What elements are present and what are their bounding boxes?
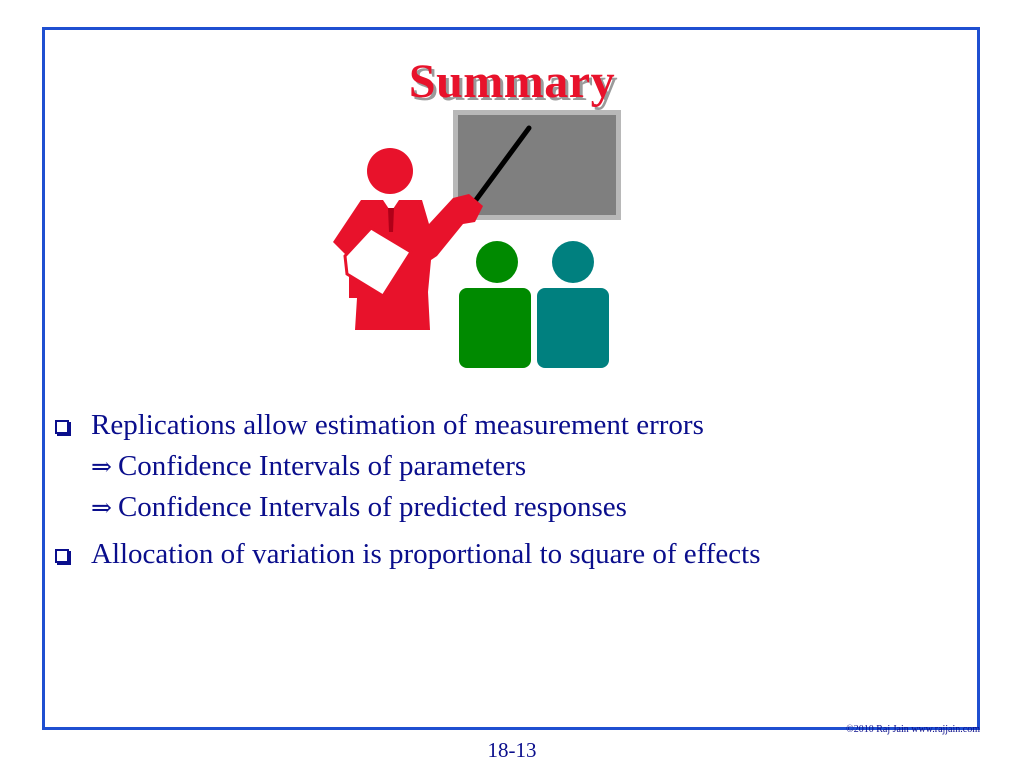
- copyright-notice: ©2010 Raj Jain www.rajjain.com: [846, 724, 980, 735]
- audience-person-right: [537, 241, 609, 368]
- bullet-item: Replications allow estimation of measure…: [55, 405, 955, 528]
- implies-symbol: ⇒: [91, 493, 112, 522]
- slide-frame: [42, 27, 980, 730]
- paper-sheet: [343, 226, 414, 299]
- pointer-stick: [470, 125, 532, 207]
- page-number: 18-13: [487, 738, 537, 762]
- bullet-text: Allocation of variation is proportional …: [91, 538, 761, 570]
- sub-bullet: ⇒Confidence Intervals of predicted respo…: [91, 487, 955, 528]
- presenter-collar: [383, 200, 399, 212]
- sub-bullet-text: Confidence Intervals of parameters: [117, 450, 527, 482]
- bullet-text: Replications allow estimation of measure…: [91, 409, 704, 441]
- sub-bullet-text: Confidence Intervals of predicted respon…: [117, 491, 627, 523]
- implies-symbol: ⇒: [91, 452, 112, 481]
- bullet-item: Allocation of variation is proportional …: [55, 534, 955, 575]
- bullet-list: Replications allow estimation of measure…: [55, 405, 955, 581]
- presenter-with-audience-icon: [333, 110, 621, 368]
- audience-person-left: [459, 241, 531, 368]
- hollow-square-bullet-icon: [55, 549, 69, 563]
- slide-title: Summary: [408, 55, 616, 108]
- sub-bullet: ⇒Confidence Intervals of parameters: [91, 446, 955, 487]
- hollow-square-bullet-icon: [55, 420, 69, 434]
- blackboard: [458, 115, 616, 215]
- presenter-tie: [388, 208, 394, 232]
